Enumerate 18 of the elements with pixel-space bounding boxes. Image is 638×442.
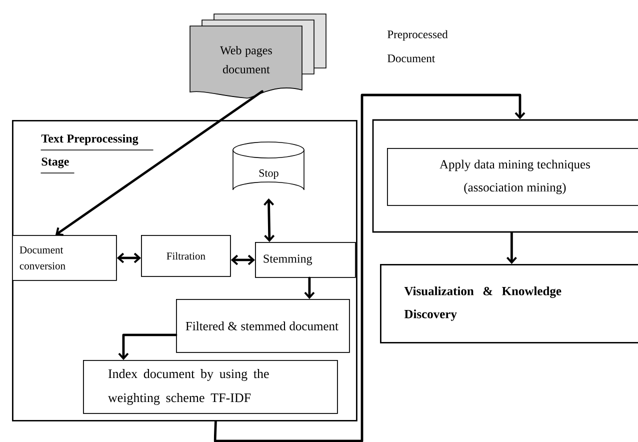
arrow bbox=[214, 94, 526, 442]
process-box: Document conversion bbox=[12, 235, 117, 281]
arrow bbox=[304, 276, 315, 299]
arrow bbox=[55, 90, 264, 236]
process-box: Filtration bbox=[141, 235, 231, 277]
panel-box bbox=[372, 119, 638, 233]
process-box: Index document by using the weighting scheme TF-IDF bbox=[83, 360, 338, 414]
arrow bbox=[230, 254, 255, 266]
arrow bbox=[264, 198, 275, 242]
note-text: Preprocessed Document bbox=[388, 30, 448, 62]
process-box: Apply data mining techniques (association mining) bbox=[387, 148, 638, 206]
process-box: Visualization & Knowledge Discovery bbox=[380, 264, 638, 344]
process-box: Filtered & stemmed document bbox=[176, 299, 350, 353]
process-box: Stemming bbox=[255, 242, 356, 278]
arrow bbox=[118, 334, 178, 360]
arrow bbox=[506, 232, 517, 264]
arrow bbox=[116, 252, 141, 264]
database-cylinder: Stop bbox=[232, 142, 304, 190]
